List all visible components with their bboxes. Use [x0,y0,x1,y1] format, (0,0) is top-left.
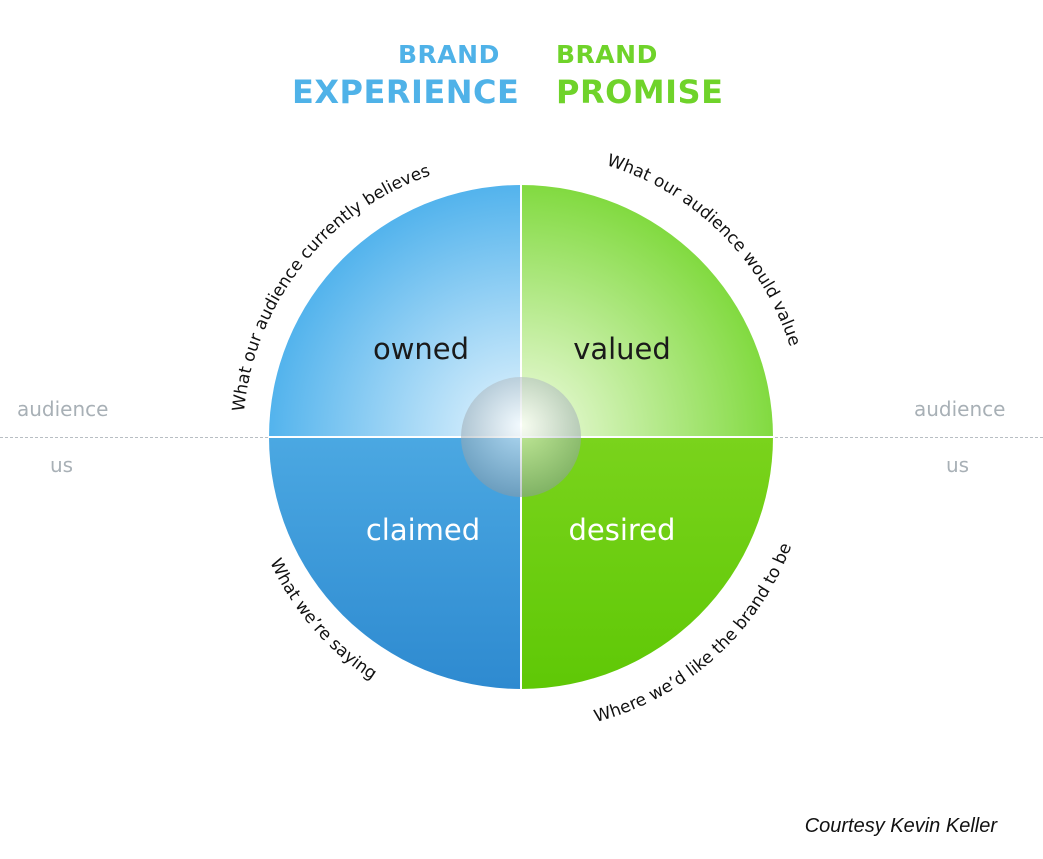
audience-label-right: audience [914,397,1006,421]
brand-promise-title-line2: PROMISE [556,73,724,111]
quadrant-claimed [269,437,521,689]
audience-label-left: audience [17,397,109,421]
quadrant-owned [269,185,521,437]
credit-text: Courtesy Kevin Keller [804,815,997,837]
brand-promise-title-line1: BRAND [556,40,658,69]
center-circle [461,377,581,497]
label-claimed: claimed [366,513,480,547]
quadrant-valued [521,185,773,437]
brand-experience-title-line1: BRAND [398,40,500,69]
quadrant-desired [521,437,773,689]
label-desired: desired [569,513,676,547]
brand-experience-title-line2: EXPERIENCE [292,73,520,111]
label-owned: owned [373,332,469,366]
us-label-right: us [946,453,970,477]
us-label-left: us [50,453,74,477]
label-valued: valued [573,332,671,366]
